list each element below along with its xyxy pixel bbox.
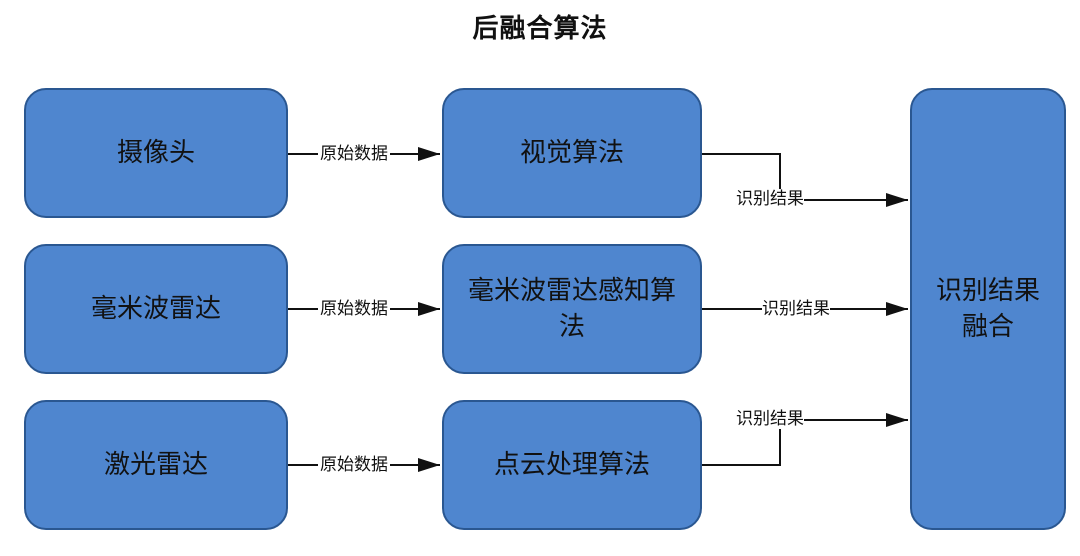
- radar-perception-algorithm-box: 毫米波雷达感知算法: [442, 244, 702, 374]
- edge-label-recognition-result: 识别结果: [762, 299, 830, 319]
- sensor-mmwave-radar-box: 毫米波雷达: [24, 244, 288, 374]
- sensor-camera-box: 摄像头: [24, 88, 288, 218]
- edge-label-recognition-result: 识别结果: [736, 189, 804, 209]
- diagram-title: 后融合算法: [472, 14, 608, 44]
- vision-algorithm-box: 视觉算法: [442, 88, 702, 218]
- edge-label-raw-data: 原始数据: [318, 299, 390, 319]
- sensor-lidar-box: 激光雷达: [24, 400, 288, 530]
- arrow-vision-to-fusion: [702, 153, 908, 207]
- arrow-pointcloud-to-fusion: [702, 413, 908, 466]
- edge-label-raw-data: 原始数据: [318, 144, 390, 164]
- edge-label-recognition-result: 识别结果: [736, 409, 804, 429]
- edge-label-raw-data: 原始数据: [318, 455, 390, 475]
- point-cloud-algorithm-box: 点云处理算法: [442, 400, 702, 530]
- fusion-box: 识别结果融合: [910, 88, 1066, 530]
